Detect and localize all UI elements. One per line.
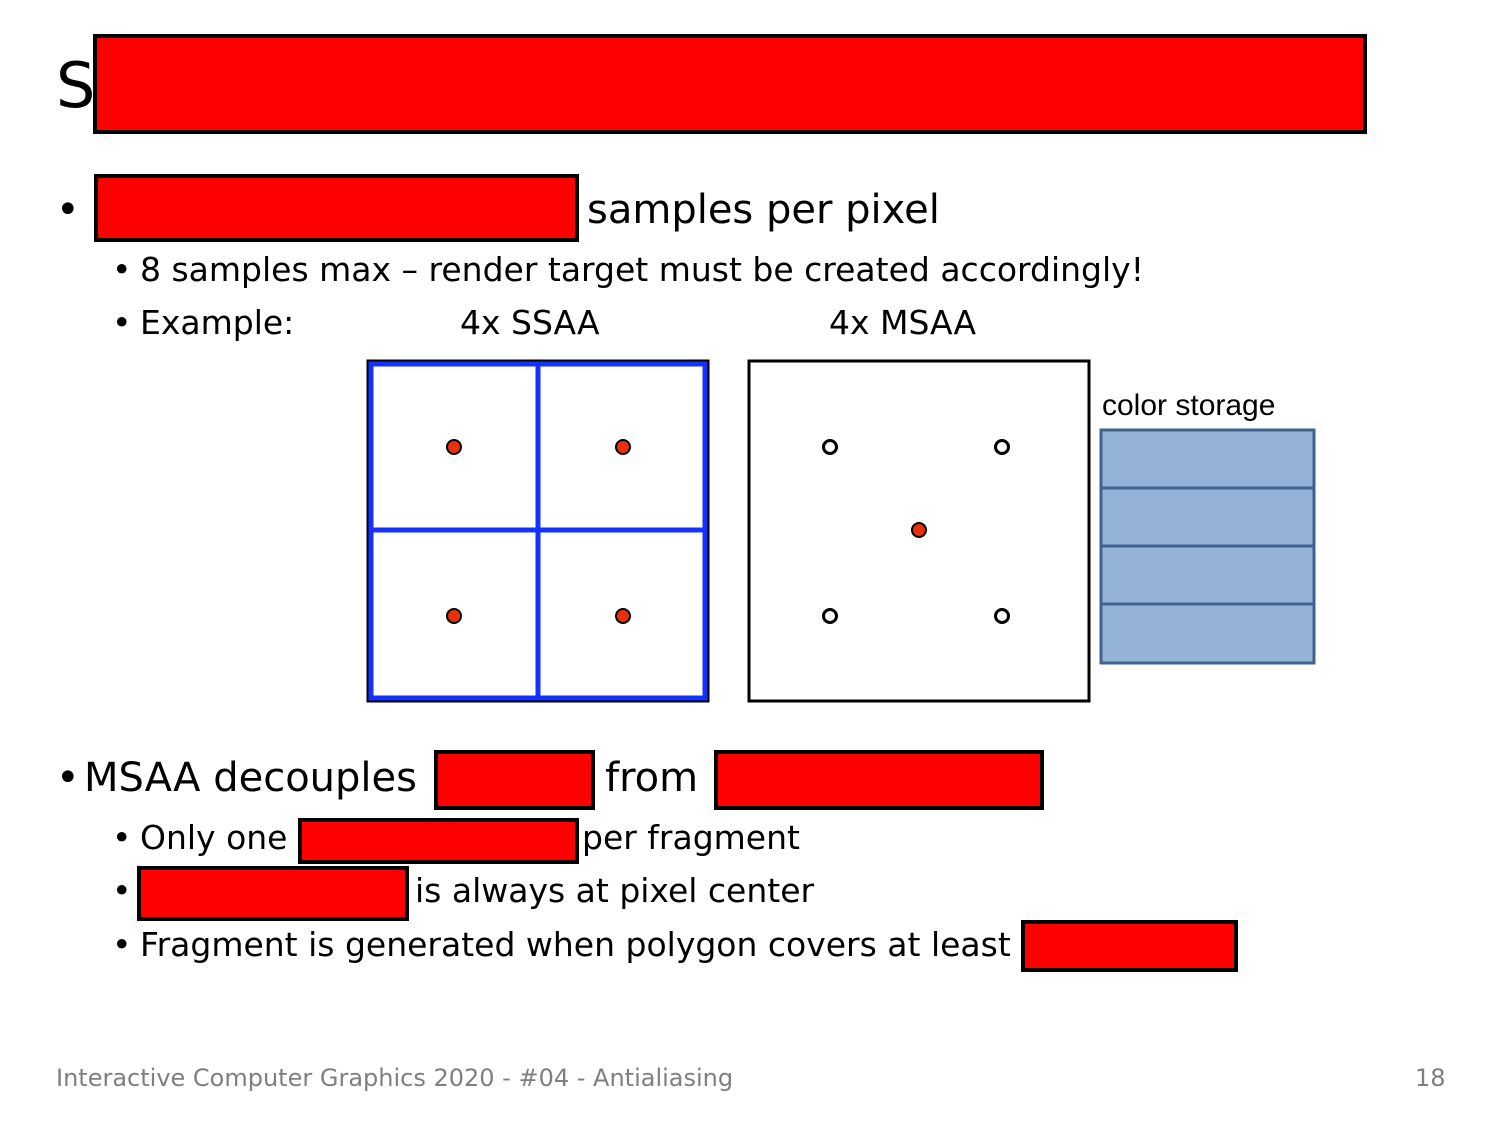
sub-bullet-5-text: Fragment is generated when polygon cover… [140, 925, 1011, 964]
sub-bullet-dot: • [112, 250, 132, 289]
sample-point [446, 608, 462, 624]
redacted-title [93, 34, 1367, 134]
sub-bullet-3-prefix: Only one [140, 818, 288, 857]
sample-point [615, 439, 631, 455]
ssaa-pixel [366, 359, 710, 703]
sub-bullet-dot: • [112, 925, 132, 964]
bullet-2-prefix: MSAA decouples [84, 755, 417, 801]
msaa-label: 4x MSAA [829, 303, 977, 342]
sub-bullet-2-text: Example: [140, 303, 295, 342]
redacted-text [714, 750, 1044, 810]
coverage-sample [994, 608, 1010, 624]
sample-point [446, 439, 462, 455]
bullet-dot: • [56, 187, 80, 233]
ssaa-label: 4x SSAA [460, 303, 600, 342]
redacted-text [137, 866, 409, 921]
bullet-2-middle: from [605, 755, 699, 801]
sample-point [615, 608, 631, 624]
page-number: 18 [1415, 1064, 1446, 1092]
antialiasing-diagram [366, 359, 1316, 703]
footer-text: Interactive Computer Graphics 2020 - #04… [56, 1064, 734, 1092]
color-storage-label: color storage [1102, 389, 1276, 422]
bullet-dot: • [56, 755, 80, 801]
redacted-text [1021, 920, 1238, 972]
color-storage [1099, 428, 1316, 665]
sub-bullet-1-text: 8 samples max – render target must be cr… [140, 250, 1144, 289]
bullet-1-text: samples per pixel [587, 187, 940, 233]
sub-bullet-4-suffix: is always at pixel center [415, 871, 815, 910]
redacted-text [298, 818, 579, 864]
sub-bullet-dot: • [112, 871, 132, 910]
redacted-text [94, 174, 579, 242]
msaa-pixel [747, 359, 1091, 703]
sub-bullet-dot: • [112, 303, 132, 342]
redacted-text [434, 750, 595, 810]
coverage-sample [822, 439, 838, 455]
coverage-sample [822, 608, 838, 624]
sub-bullet-3-suffix: per fragment [582, 818, 800, 857]
slide-title: S [56, 49, 96, 122]
sub-bullet-dot: • [112, 818, 132, 857]
shading-sample [911, 522, 927, 538]
coverage-sample [994, 439, 1010, 455]
